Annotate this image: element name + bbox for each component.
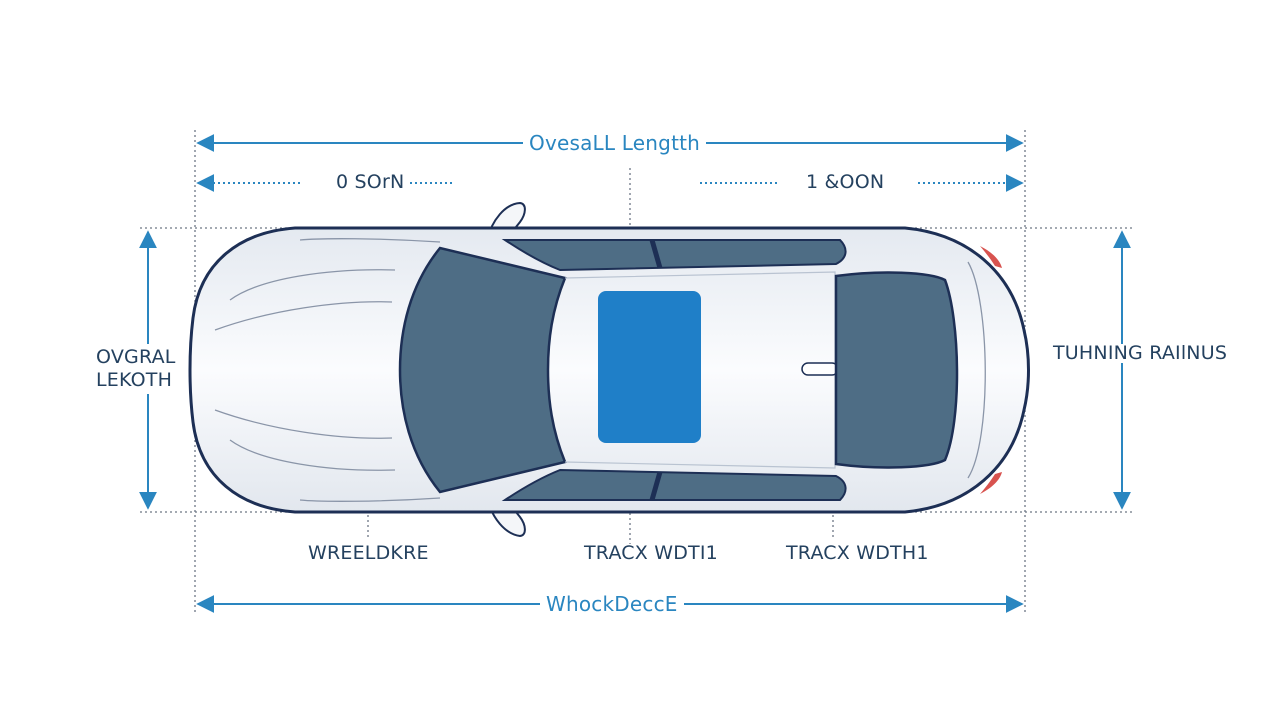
- overall-width-label: OVGRAL LEKOTH: [92, 344, 180, 395]
- rear-window: [834, 271, 959, 469]
- windshield: [398, 246, 567, 494]
- taillight-top: [980, 246, 1002, 268]
- track-width-rear-label: TRACX WDTH1: [780, 544, 935, 563]
- rear-segment-label: 1 &OON: [800, 173, 891, 192]
- overall-length-label: OvesaLL Lengtth: [523, 133, 707, 153]
- shark-fin-antenna: [801, 362, 839, 376]
- front-segment-label: 0 SOrN: [330, 173, 411, 192]
- side-window-top: [501, 239, 847, 272]
- track-width-mid-label: TRACX WDTI1: [578, 544, 724, 563]
- taillight-bottom: [980, 472, 1002, 494]
- wheelbase-label: WhockDeccE: [540, 594, 684, 614]
- sunroof: [598, 291, 701, 443]
- wheelbase-front-label: WREELDKRE: [302, 544, 435, 563]
- turning-radius-label: TUHNING RAIlNUS: [1047, 344, 1234, 363]
- car-top-view: [188, 201, 1030, 538]
- side-window-bottom: [501, 468, 847, 501]
